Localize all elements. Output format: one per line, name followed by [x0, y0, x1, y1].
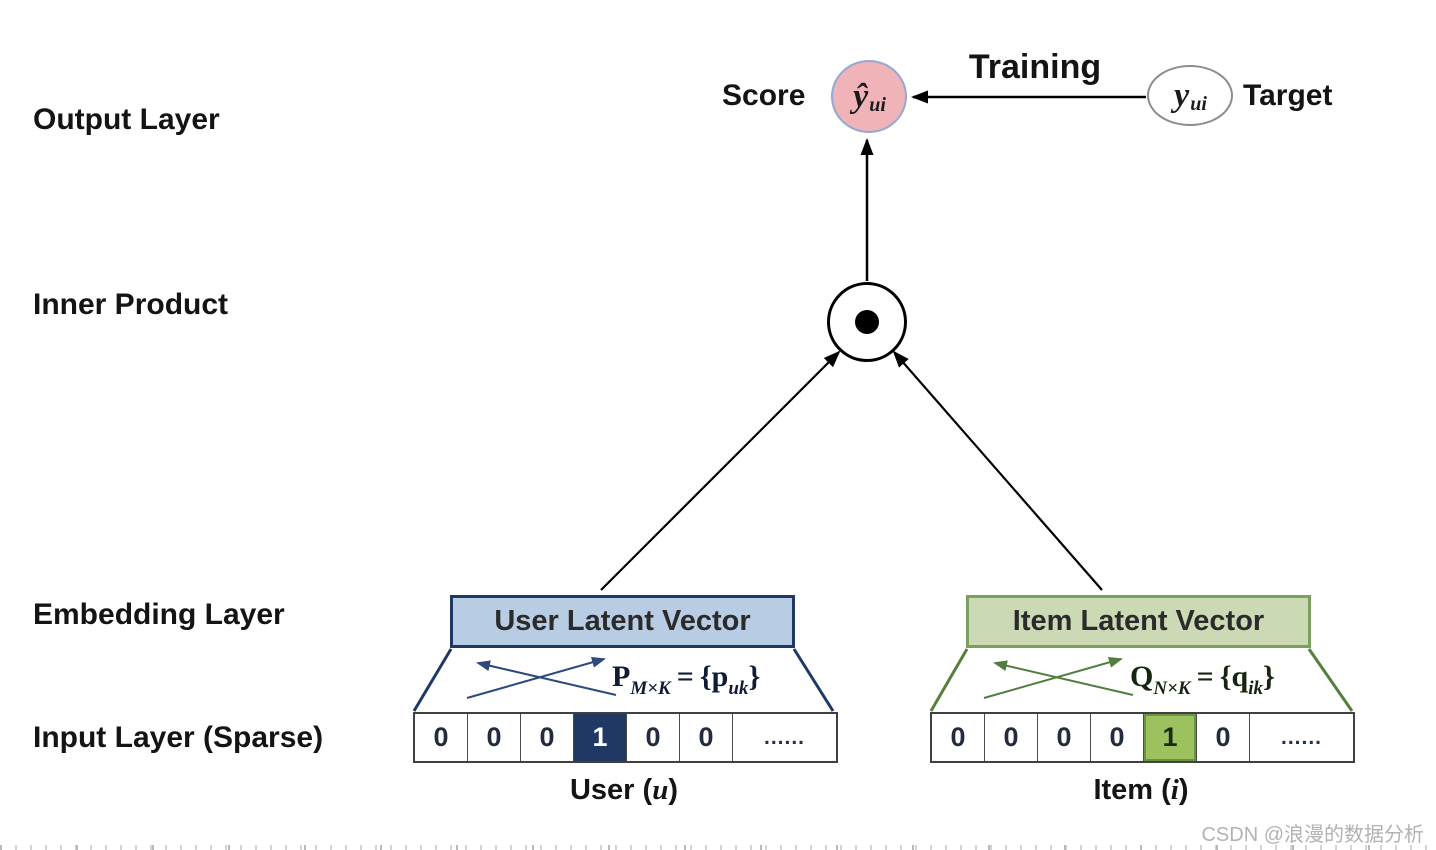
item-caption-close: ) [1178, 774, 1189, 806]
inner-product-label: Inner Product [33, 288, 229, 321]
item-one-hot-cell: 1 [1144, 714, 1197, 761]
user-matrix-subscript: M×K [630, 678, 671, 699]
user-vector-symbol: p [711, 660, 729, 693]
bottom-tick-marks [0, 845, 1436, 850]
item-embedding-formula: QN×K={qik} [1130, 659, 1275, 699]
score-label: Score [722, 79, 806, 112]
user-vector-subscript: uk [728, 678, 749, 699]
item-latent-vector-label: Item Latent Vector [1012, 605, 1265, 637]
score-subscript: ui [869, 94, 886, 116]
item-caption-text: Item ( [1093, 774, 1171, 806]
item-embedding-arrow [892, 350, 1103, 591]
inner-product-node [827, 282, 907, 362]
user-latent-vector-label: User Latent Vector [494, 605, 751, 637]
user-caption-close: ) [668, 774, 678, 806]
input-cell: 0 [932, 714, 985, 761]
training-label: Training [968, 48, 1102, 86]
user-caption: User (u) [413, 774, 835, 807]
item-latent-vector-box: Item Latent Vector [966, 595, 1311, 648]
user-one-hot-cell: 1 [574, 714, 627, 761]
input-cell: 0 [1038, 714, 1091, 761]
user-lookup-arrows [466, 656, 617, 699]
target-symbol: y [1174, 76, 1190, 114]
input-cell: 0 [627, 714, 680, 761]
open-brace: { [1219, 660, 1232, 693]
item-caption: Item (i) [930, 774, 1352, 807]
item-matrix-subscript: N×K [1153, 678, 1191, 699]
dot-product-icon [855, 310, 879, 334]
output-layer-label: Output Layer [33, 103, 220, 136]
target-label: Target [1243, 79, 1333, 112]
item-input-vector: 0 0 0 0 1 0 ...... [930, 712, 1355, 763]
watermark: CSDN @浪漫的数据分析 [1201, 824, 1424, 846]
item-variable: i [1170, 774, 1179, 806]
input-cell: 0 [415, 714, 468, 761]
equals-sign: = [676, 660, 694, 693]
input-cell: 0 [1091, 714, 1144, 761]
close-brace: } [1262, 660, 1275, 693]
input-cell: 0 [468, 714, 521, 761]
input-cell: 0 [680, 714, 733, 761]
target-node: y ui [1147, 65, 1233, 126]
user-latent-vector-box: User Latent Vector [450, 595, 795, 648]
close-brace: } [748, 660, 761, 693]
target-subscript: ui [1190, 93, 1207, 115]
user-caption-text: User ( [569, 774, 653, 806]
open-brace: { [699, 660, 712, 693]
ellipsis-cell: ...... [1250, 714, 1353, 761]
score-symbol: ŷ [853, 77, 869, 115]
score-node: ŷ ui [831, 60, 907, 133]
input-layer-label: Input Layer (Sparse) [33, 721, 324, 754]
input-cell: 0 [521, 714, 574, 761]
user-embedding-arrow [600, 350, 841, 591]
equals-sign: = [1196, 660, 1214, 693]
user-variable: u [652, 774, 669, 806]
item-matrix-symbol: Q [1130, 660, 1154, 693]
item-lookup-arrows [983, 656, 1134, 699]
user-input-vector: 0 0 0 1 0 0 ...... [413, 712, 838, 763]
user-embedding-formula: PM×K={puk} [612, 659, 761, 699]
input-cell: 0 [1197, 714, 1250, 761]
user-matrix-symbol: P [612, 660, 631, 693]
ellipsis-cell: ...... [733, 714, 836, 761]
item-vector-symbol: q [1231, 660, 1249, 693]
input-cell: 0 [985, 714, 1038, 761]
embedding-layer-label: Embedding Layer [33, 598, 285, 631]
item-vector-subscript: ik [1248, 678, 1263, 699]
